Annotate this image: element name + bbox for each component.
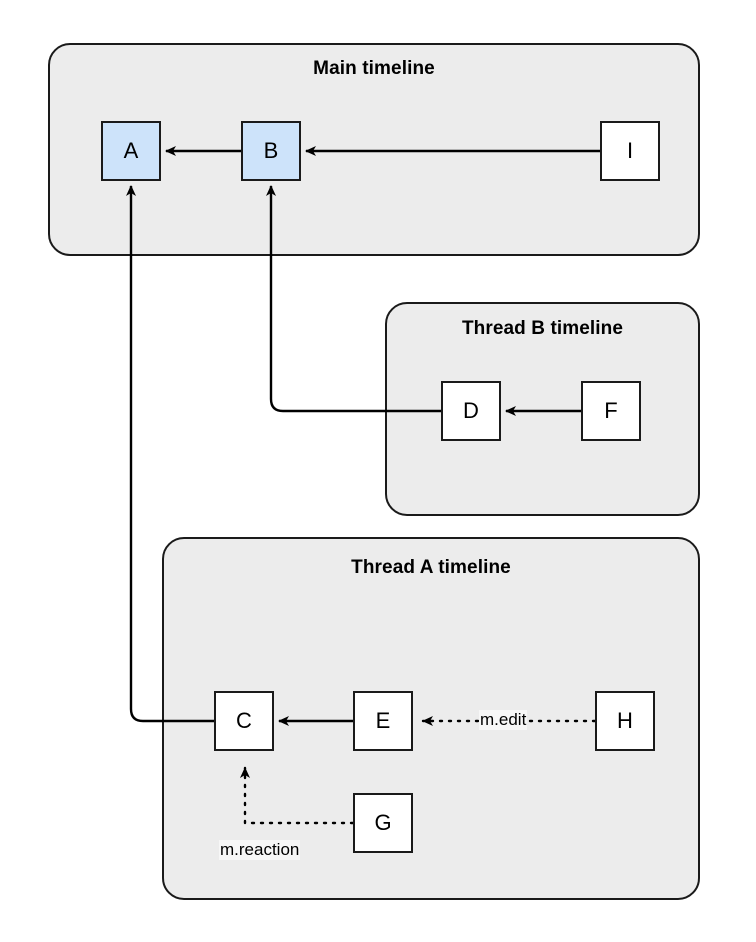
container-title-main-timeline: Main timeline <box>313 58 435 79</box>
node-c[interactable]: C <box>214 691 274 751</box>
node-g[interactable]: G <box>353 793 413 853</box>
node-a[interactable]: A <box>101 121 161 181</box>
node-f[interactable]: F <box>581 381 641 441</box>
node-e[interactable]: E <box>353 691 413 751</box>
container-title-thread-b-timeline: Thread B timeline <box>461 318 624 339</box>
node-b[interactable]: B <box>241 121 301 181</box>
node-d[interactable]: D <box>441 381 501 441</box>
edge-label-m-reaction: m.reaction <box>219 840 301 860</box>
node-i[interactable]: I <box>600 121 660 181</box>
container-title-thread-a-timeline: Thread A timeline <box>351 557 511 578</box>
node-h[interactable]: H <box>595 691 655 751</box>
edge-label-m-edit: m.edit <box>479 710 528 730</box>
